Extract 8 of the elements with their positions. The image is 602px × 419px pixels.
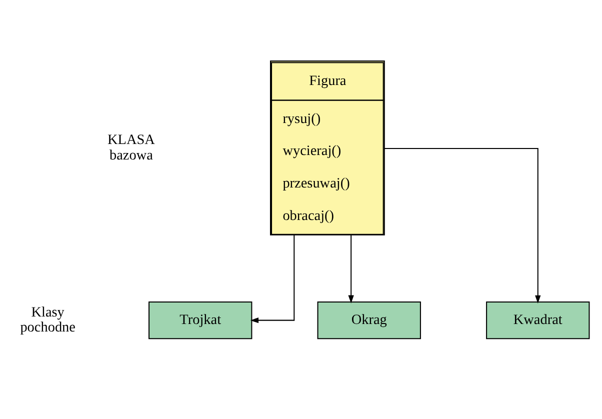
arrow bbox=[348, 235, 354, 304]
node-box: Kwadrat bbox=[486, 302, 590, 340]
node-box: Trojkat bbox=[148, 302, 252, 340]
arrow bbox=[250, 235, 295, 324]
node-box: Okrag bbox=[317, 302, 421, 340]
label: Klasy pochodne bbox=[20, 304, 76, 336]
label: KLASA bazowa bbox=[108, 132, 155, 164]
arrow bbox=[384, 148, 541, 304]
